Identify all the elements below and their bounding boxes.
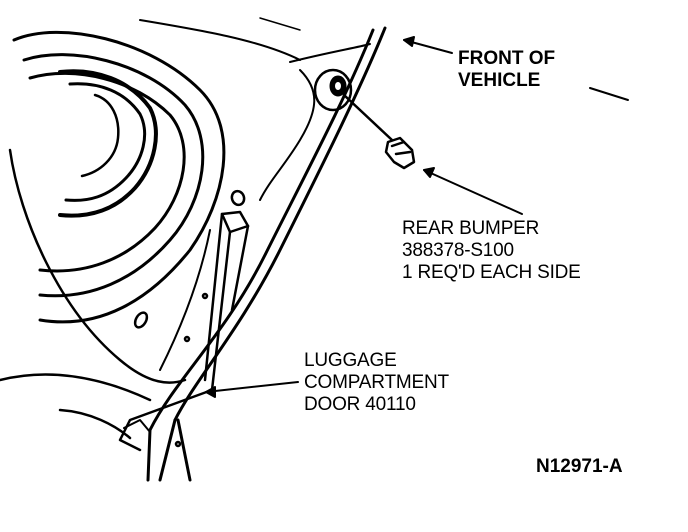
- front-of-vehicle-line-1: FRONT OF: [458, 48, 556, 69]
- rear-bumper-part: [342, 93, 416, 170]
- spare-tire-well: [12, 30, 226, 324]
- figure-id: N12971-A: [536, 456, 623, 477]
- rear-bumper-line-3: 1 REQ'D EACH SIDE: [402, 261, 581, 283]
- luggage-door-line-2: COMPARTMENT: [304, 371, 449, 393]
- front-of-vehicle-label: FRONT OF VEHICLE: [458, 48, 555, 92]
- rear-bumper-mount: [313, 68, 353, 112]
- front-of-vehicle-line-2: VEHICLE: [458, 69, 541, 91]
- rear-bumper-line-2: 388378-S100: [402, 239, 514, 261]
- luggage-door-line-1: LUGGAGE: [304, 350, 397, 371]
- panel-holes: [133, 189, 246, 448]
- luggage-door-line-3: DOOR 40110: [304, 393, 416, 415]
- rear-bumper-label: REAR BUMPER 388378-S100 1 REQ'D EACH SID…: [402, 218, 581, 284]
- leader-lines: [205, 36, 629, 398]
- rear-bumper-line-1: REAR BUMPER: [402, 218, 540, 239]
- luggage-door-label: LUGGAGE COMPARTMENT DOOR 40110: [304, 350, 449, 416]
- floor-panel: [0, 17, 371, 440]
- hinge-channel: [118, 210, 250, 452]
